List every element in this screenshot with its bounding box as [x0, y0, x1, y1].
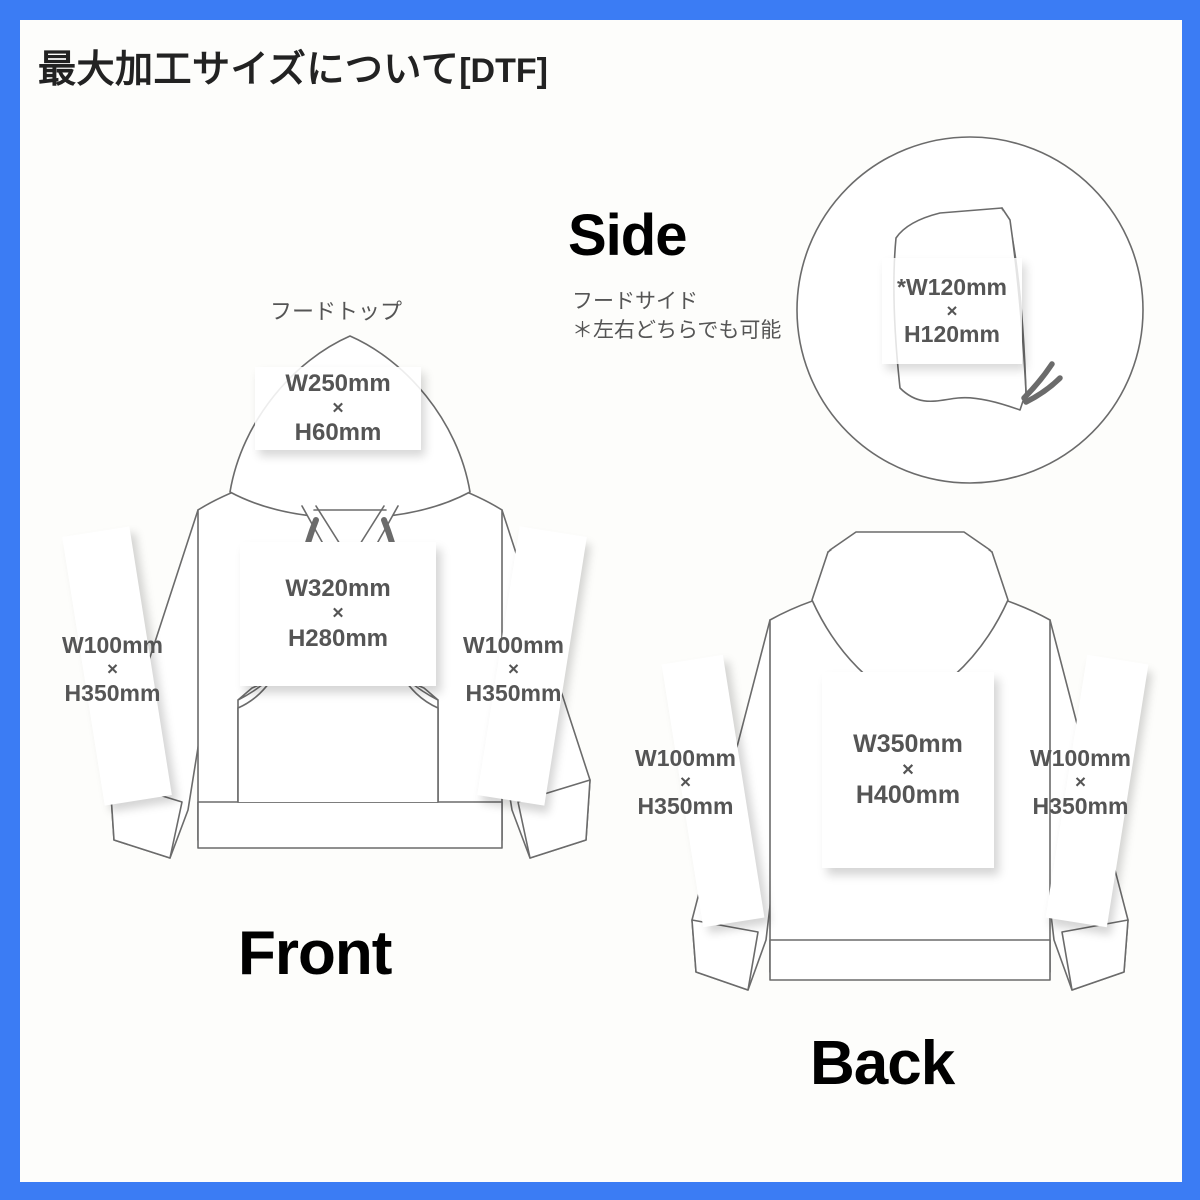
print-area-front-chest-height: H280mm [287, 624, 389, 652]
view-label-back: Back [810, 1029, 955, 1098]
print-area-front-chest: W320mm × H280mm [240, 542, 436, 686]
print-area-back-body-times: × [902, 757, 914, 781]
print-area-back-body-height: H400mm [855, 781, 961, 810]
page-title-text: 最大加工サイズについて [38, 49, 460, 91]
print-area-front-chest-width: W320mm [285, 575, 391, 603]
print-area-hood-top-width: W250mm [285, 369, 391, 397]
hood-side-note-line2: ＊左右どちらでも可能 [572, 318, 782, 342]
hood-side-note: フードサイド ＊左右どちらでも可能 [572, 288, 781, 346]
view-label-front: Front [238, 919, 392, 988]
view-label-side: Side [568, 203, 687, 268]
page-title-tag: [DTF] [459, 52, 548, 90]
page-title: 最大加工サイズについて[DTF] [38, 38, 548, 93]
print-area-hood-top-height: H60mm [294, 419, 382, 447]
print-area-side-hood-height: H120mm [904, 321, 1000, 348]
hood-side-note-line1: フードサイド [572, 290, 698, 313]
print-area-side-hood-width: *W120mm [897, 273, 1007, 300]
print-area-back-body: W350mm × H400mm [822, 672, 994, 868]
print-area-side-hood-times: × [946, 299, 958, 321]
hood-top-note: フードトップ [270, 299, 403, 324]
print-area-hood-top: W250mm × H60mm [255, 367, 421, 450]
print-area-hood-top-times: × [332, 396, 344, 419]
poster-canvas: 最大加工サイズについて[DTF] [20, 20, 1182, 1182]
print-area-back-body-width: W350mm [853, 729, 963, 758]
print-area-front-chest-times: × [332, 602, 344, 625]
print-area-side-hood: *W120mm × H120mm [882, 258, 1022, 364]
